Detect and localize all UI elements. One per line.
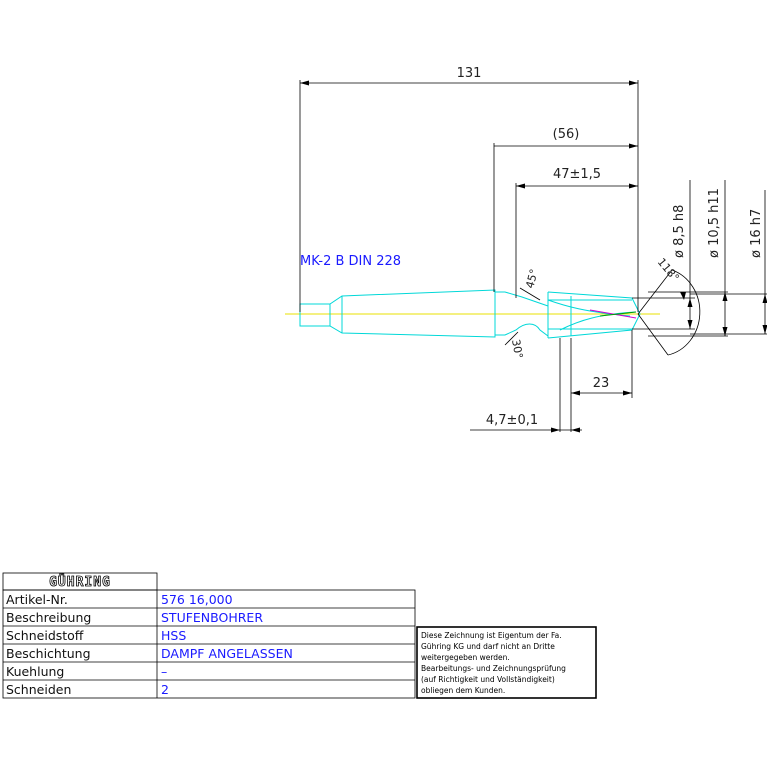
taper-label: MK-2 B DIN 228 <box>300 254 401 269</box>
dim-dia-shank: ø 16 h7 <box>749 209 764 258</box>
note-line-5: (auf Richtigkeit und Vollständigkeit) <box>421 675 555 684</box>
cutting-edge-2 <box>599 311 637 317</box>
arrow-heads <box>300 80 767 433</box>
note-line-6: obliegen dem Kunden. <box>421 686 505 695</box>
neck <box>495 291 549 337</box>
note-line-4: Bearbeitungs- und Zeichnungsprüfung <box>421 664 566 673</box>
value-beschichtung: DAMPF ANGELASSEN <box>161 646 293 661</box>
dim-dia-drill: ø 10,5 h11 <box>707 188 722 258</box>
dim-flute-length: 47±1,5 <box>553 167 601 182</box>
drill-body <box>547 291 641 339</box>
label-beschreibung: Beschreibung <box>6 610 91 625</box>
title-block: GÜHRING Artikel-Nr. Beschreibung Schneid… <box>2 572 597 699</box>
legal-note: Diese Zeichnung ist Eigentum der Fa. Güh… <box>421 631 566 695</box>
cutting-edge-1 <box>589 309 637 319</box>
value-schneiden: 2 <box>161 682 169 697</box>
taper-shank <box>299 289 496 338</box>
legal-note-box <box>416 626 597 699</box>
dim-dia-step: ø 8,5 h8 <box>672 205 687 258</box>
company-logo: GÜHRING <box>49 574 111 590</box>
title-block-values: 576 16,000 STUFENBOHRER HSS DAMPF ANGELA… <box>161 592 293 697</box>
title-block-labels: Artikel-Nr. Beschreibung Schneidstoff Be… <box>6 592 91 697</box>
drill-outline <box>285 289 660 339</box>
label-schneidstoff: Schneidstoff <box>6 628 84 643</box>
dim-angle-relief: 30° <box>509 338 525 359</box>
label-schneiden: Schneiden <box>6 682 71 697</box>
note-line-3: weitergegeben werden. <box>421 653 510 662</box>
note-line-1: Diese Zeichnung ist Eigentum der Fa. <box>421 631 562 640</box>
dim-step-offset: 4,7±0,1 <box>486 413 538 428</box>
value-schneidstoff: HSS <box>161 628 186 643</box>
value-beschreibung: STUFENBOHRER <box>161 610 263 625</box>
label-artikel: Artikel-Nr. <box>6 592 68 607</box>
dim-angle-point: 118° <box>655 256 682 285</box>
label-beschichtung: Beschichtung <box>6 646 91 661</box>
dim-step-length: 23 <box>593 376 610 391</box>
value-artikel: 576 16,000 <box>161 592 233 607</box>
dimension-lines <box>299 80 767 432</box>
dim-angle-chamfer: 45° <box>523 268 541 290</box>
value-kuehlung: – <box>161 664 167 679</box>
dim-body-length: (56) <box>553 127 580 142</box>
label-kuehlung: Kuehlung <box>6 664 64 679</box>
note-line-2: Gühring KG und darf nicht an Dritte <box>421 642 555 651</box>
dim-overall-length: 131 <box>457 66 482 81</box>
